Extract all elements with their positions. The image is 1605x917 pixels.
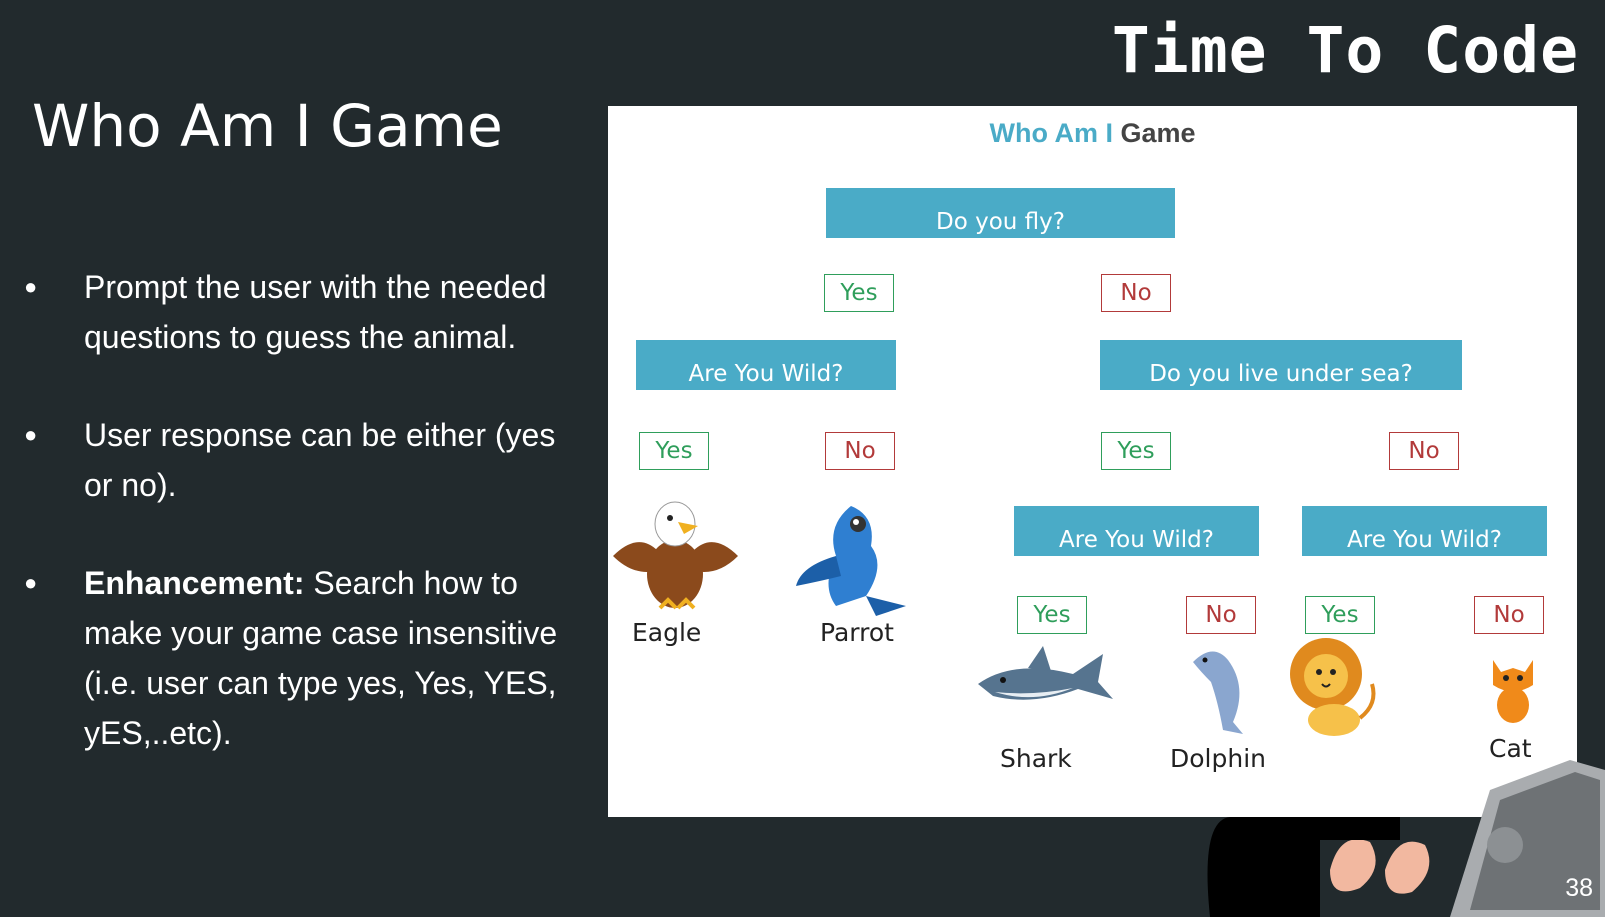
answer-no: No	[1101, 274, 1171, 312]
answer-no: No	[1186, 596, 1256, 634]
bullet-item: User response can be either (yes or no).	[20, 410, 580, 510]
slide-title: Who Am I Game	[32, 92, 503, 160]
decision-tree-diagram: Who Am I Game Do you fly? Yes No Are You…	[608, 106, 1577, 817]
answer-yes: Yes	[1017, 596, 1087, 634]
diagram-title-rest: Game	[1112, 118, 1196, 148]
question-wild-1: Are You Wild?	[636, 340, 896, 390]
bullet-bold: Enhancement:	[84, 565, 305, 601]
bullet-text: Search how to make your game case insens…	[84, 565, 558, 751]
answer-yes: Yes	[639, 432, 709, 470]
question-sea: Do you live under sea?	[1100, 340, 1462, 390]
animal-label-parrot: Parrot	[820, 618, 894, 647]
answer-no: No	[1389, 432, 1459, 470]
answer-yes: Yes	[1305, 596, 1375, 634]
dolphin-image	[1193, 651, 1243, 734]
bullet-list: Prompt the user with the needed question…	[20, 262, 580, 806]
answer-yes: Yes	[824, 274, 894, 312]
animal-label-eagle: Eagle	[632, 618, 702, 647]
bullet-item: Enhancement: Search how to make your gam…	[20, 558, 580, 758]
answer-yes: Yes	[1101, 432, 1171, 470]
answer-no: No	[1474, 596, 1544, 634]
answer-no: No	[825, 432, 895, 470]
bullet-text: Prompt the user with the needed question…	[84, 269, 547, 355]
lion-image	[1290, 638, 1376, 736]
parrot-image	[796, 506, 906, 616]
animal-label-cat: Cat	[1489, 734, 1532, 763]
diagram-title-highlight: Who Am I	[989, 118, 1113, 148]
question-fly: Do you fly?	[826, 188, 1175, 238]
header-title: Time To Code	[1111, 14, 1579, 87]
page-number: 38	[1565, 874, 1593, 902]
animal-label-shark: Shark	[1000, 744, 1072, 773]
question-wild-2: Are You Wild?	[1014, 506, 1259, 556]
eagle-image	[613, 501, 738, 610]
bullet-item: Prompt the user with the needed question…	[20, 262, 580, 362]
shark-image	[978, 646, 1113, 700]
animal-label-dolphin: Dolphin	[1170, 744, 1266, 773]
question-wild-3: Are You Wild?	[1302, 506, 1547, 556]
cat-image	[1493, 660, 1533, 723]
diagram-title: Who Am I Game	[608, 118, 1577, 149]
person-at-laptop-illustration	[1207, 760, 1605, 917]
bullet-text: User response can be either (yes or no).	[84, 417, 556, 503]
